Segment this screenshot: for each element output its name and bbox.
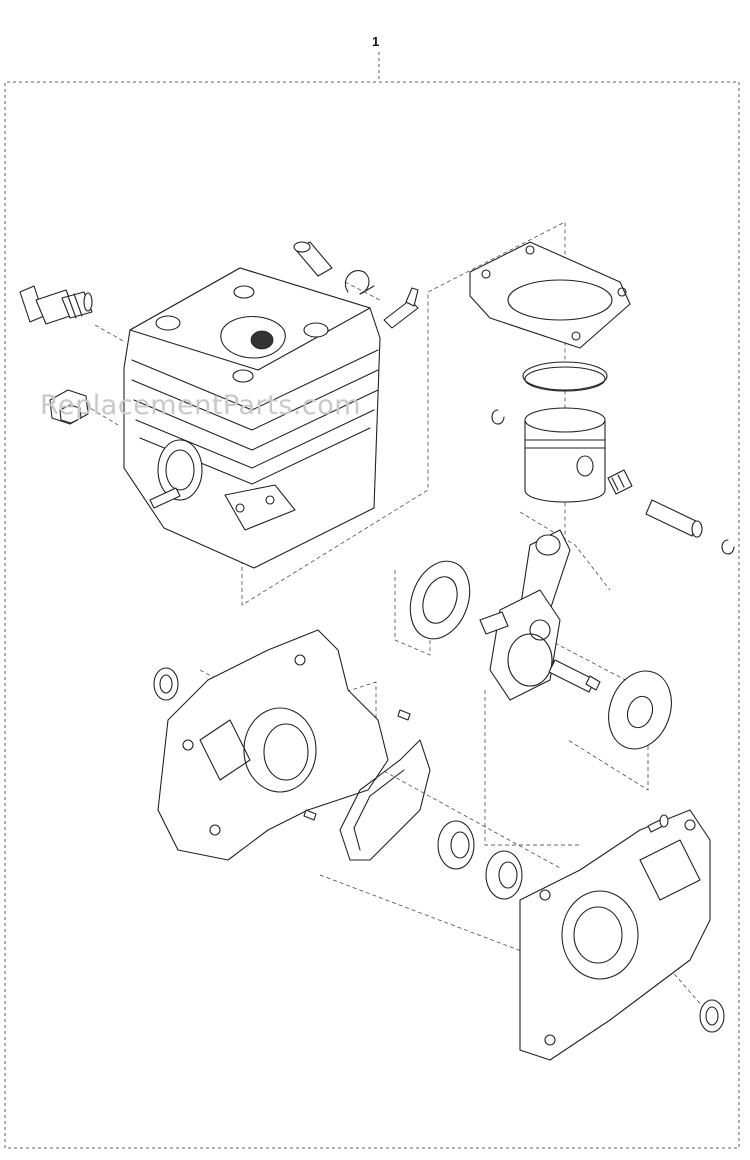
intake-fitting-icon	[383, 287, 419, 329]
crankcase-gasket-icon	[339, 739, 431, 861]
cylinder-plug-icon	[293, 241, 333, 277]
guide-pin-icon	[303, 709, 411, 821]
piston-ring-icon	[522, 361, 608, 392]
seal-ring-icon	[153, 667, 725, 1033]
needle-bearing-icon	[607, 469, 633, 495]
crankcase-left-icon	[157, 629, 389, 861]
circlip-icon	[491, 409, 735, 555]
crankcase-right-icon	[519, 809, 711, 1061]
watermark-text: ReplacementParts.com	[40, 390, 362, 421]
crankshaft-icon	[479, 529, 601, 701]
clip-icon	[344, 270, 375, 295]
impulse-nipple-icon	[149, 487, 181, 509]
assembly-boundary	[4, 52, 740, 1149]
flywheel-half-icon	[409, 560, 672, 750]
ball-bearing-icon	[437, 820, 523, 900]
screw-icon	[647, 814, 669, 833]
assembly-callout-label: 1	[372, 34, 380, 49]
decompression-valve-icon	[19, 285, 93, 325]
cylinder-gasket-icon	[469, 241, 631, 349]
spark-plug-nut-icon	[49, 389, 89, 425]
piston-pin-icon	[645, 499, 703, 538]
piston-icon	[524, 407, 606, 503]
cylinder-icon	[123, 267, 381, 569]
